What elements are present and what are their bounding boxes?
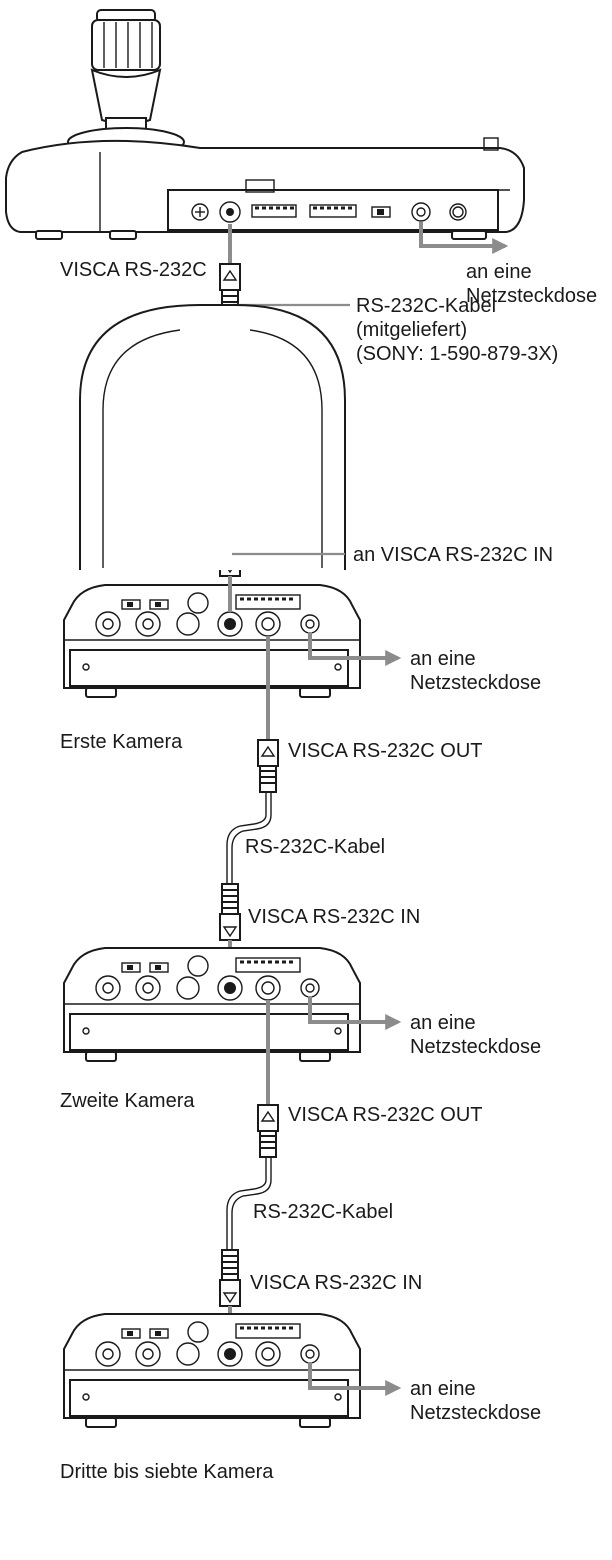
camera-1 bbox=[63, 304, 361, 698]
camera-2-power-leader bbox=[308, 996, 402, 1030]
power-outlet-label-line1: an eine bbox=[466, 261, 532, 283]
cable-2-label: RS-232C-Kabel bbox=[245, 836, 385, 858]
camera-3-name: Dritte bis siebte Kamera bbox=[60, 1461, 274, 1483]
visca-in-label: an VISCA RS-232C IN bbox=[353, 544, 553, 566]
controller-power-leader bbox=[419, 222, 509, 254]
dip-switch-2 bbox=[309, 204, 357, 218]
camera-2 bbox=[63, 947, 361, 1062]
camera-2-power-label-line2: Netzsteckdose bbox=[410, 1036, 541, 1058]
camera-3-in-label: VISCA RS-232C IN bbox=[250, 1272, 422, 1294]
camera-1-out-label: VISCA RS-232C OUT bbox=[288, 740, 483, 762]
cable-label-line3: (SONY: 1-590-879-3X) bbox=[356, 343, 558, 365]
controller-visca-port bbox=[219, 201, 241, 223]
controller-port-label: VISCA RS-232C bbox=[60, 259, 207, 281]
dip-switch-1 bbox=[251, 204, 297, 218]
cable-3-label: RS-232C-Kabel bbox=[253, 1201, 393, 1223]
camera-1-power-label-line2: Netzsteckdose bbox=[410, 672, 541, 694]
joystick bbox=[67, 9, 185, 157]
camera-2-out-label: VISCA RS-232C OUT bbox=[288, 1104, 483, 1126]
cable-label-line2: (mitgeliefert) bbox=[356, 319, 467, 341]
camera-3 bbox=[63, 1313, 361, 1428]
controller-power-jack bbox=[411, 202, 431, 222]
camera-3-visca-in bbox=[217, 1341, 243, 1367]
camera-2-in-label: VISCA RS-232C IN bbox=[248, 906, 420, 928]
camera-1-name: Erste Kamera bbox=[60, 731, 183, 753]
cable-3 bbox=[219, 1104, 279, 1307]
camera-3-visca-out bbox=[255, 1341, 281, 1367]
camera-1-power-label-line1: an eine bbox=[410, 648, 476, 670]
camera-3-power-label-line2: Netzsteckdose bbox=[410, 1402, 541, 1424]
camera-3-power-label-line1: an eine bbox=[410, 1378, 476, 1400]
camera-2-power-label-line1: an eine bbox=[410, 1012, 476, 1034]
cable-2 bbox=[219, 739, 279, 941]
camera-3-power-leader bbox=[308, 1362, 402, 1396]
camera-1-power-leader bbox=[308, 632, 402, 666]
cable-label-line1: RS-232C-Kabel bbox=[356, 295, 496, 317]
power-outlet-label-line2: Netzsteckdose bbox=[466, 285, 597, 307]
remote-controller bbox=[5, 9, 525, 240]
camera-2-name: Zweite Kamera bbox=[60, 1090, 195, 1112]
camera-2-visca-in bbox=[217, 975, 243, 1001]
